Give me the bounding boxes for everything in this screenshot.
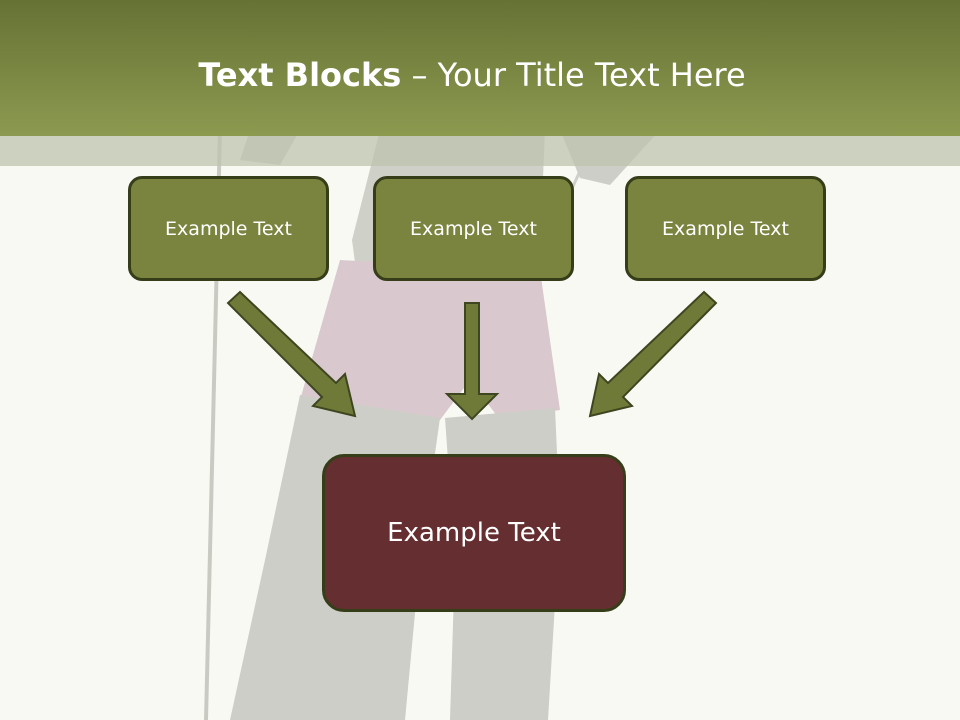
text-block-label: Example Text — [662, 217, 789, 240]
text-block-center[interactable]: Example Text — [322, 454, 626, 612]
title-dash: – — [401, 56, 438, 94]
text-block-right[interactable]: Example Text — [625, 176, 826, 281]
title-rest-part: Your Title Text Here — [437, 56, 746, 94]
header-bar — [0, 0, 960, 136]
text-block-label: Example Text — [165, 217, 292, 240]
text-block-label: Example Text — [410, 217, 537, 240]
text-block-left[interactable]: Example Text — [128, 176, 329, 281]
arrow-left-to-center-icon — [226, 290, 357, 418]
arrow-right-to-center-icon — [588, 290, 718, 418]
title-bold-part: Text Blocks — [198, 56, 402, 94]
arrow-middle-to-center-icon — [444, 302, 500, 421]
header-strip — [0, 136, 960, 166]
slide-title: Text Blocks – Your Title Text Here — [0, 52, 944, 98]
text-block-middle[interactable]: Example Text — [373, 176, 574, 281]
center-block-label: Example Text — [387, 518, 561, 548]
